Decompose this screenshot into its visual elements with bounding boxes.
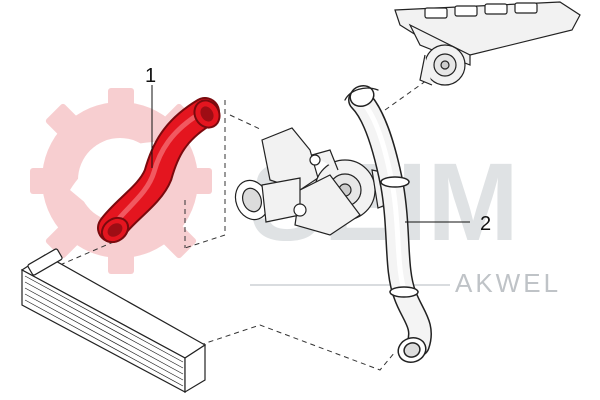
callout-label-2: 2 — [480, 213, 491, 235]
dashed-connection-lines — [59, 77, 431, 371]
hose-part-1-highlighted — [97, 97, 221, 244]
intercooler — [20, 248, 207, 394]
watermark-subbrand-text: AKWEL — [455, 268, 561, 298]
callout-label-1: 1 — [145, 65, 156, 87]
engine-manifold — [394, 1, 581, 86]
hose-part-2 — [344, 84, 432, 364]
